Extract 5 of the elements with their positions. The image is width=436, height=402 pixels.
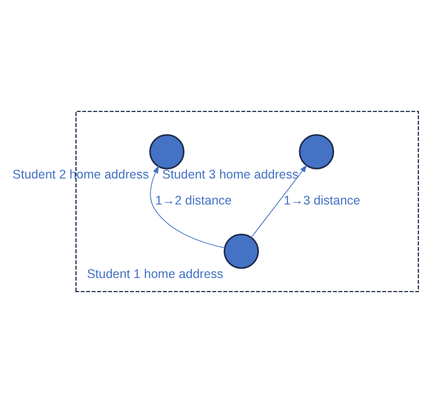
node-label: Student 3 home address xyxy=(162,167,299,182)
edge-label: 1→2 distance xyxy=(155,192,232,207)
node-label: Student 1 home address xyxy=(86,266,224,281)
edge-label: 1→3 distance xyxy=(284,192,360,207)
node-label: Student 2 home address xyxy=(12,167,149,182)
